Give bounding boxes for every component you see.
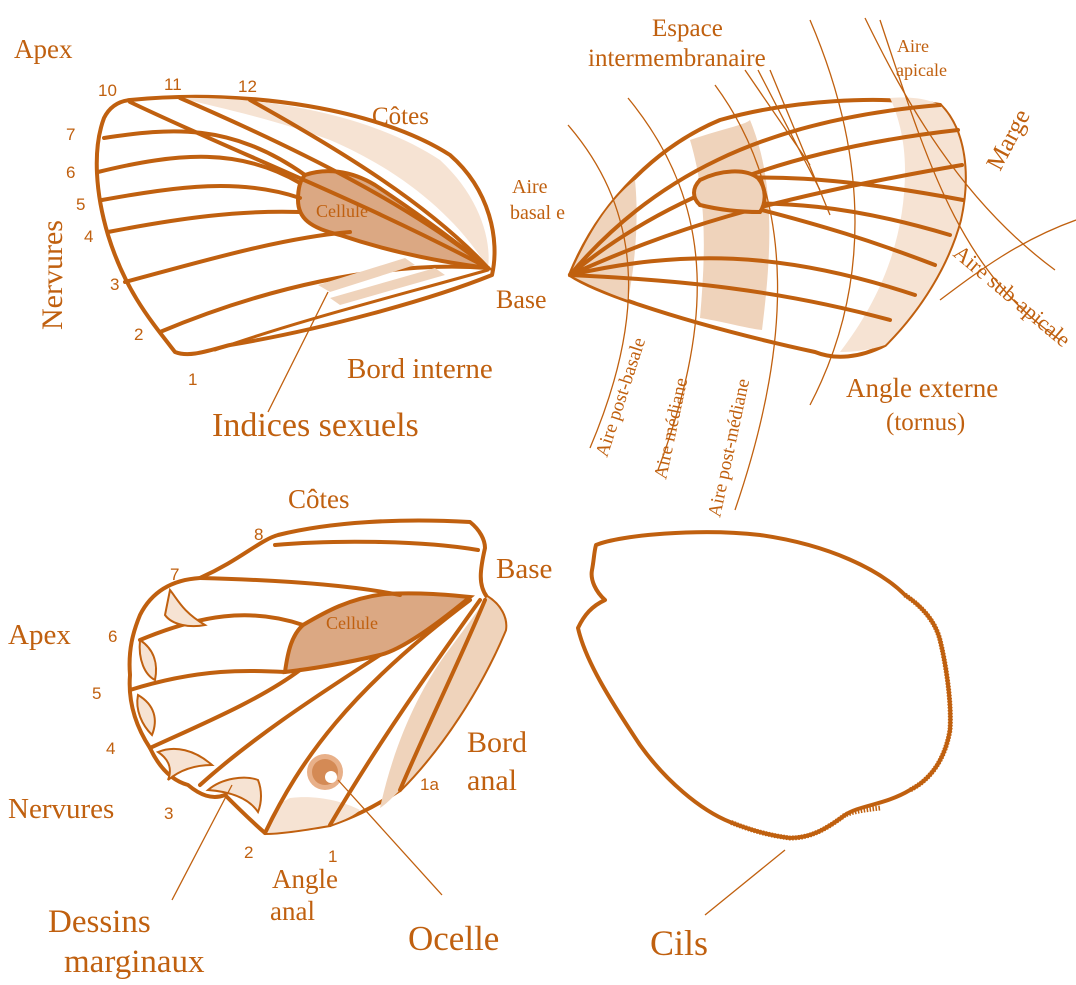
forewing-base-label: Base [496, 285, 547, 314]
cilia-label: Cils [650, 923, 708, 963]
basal-label-2: basal e [510, 202, 565, 224]
intermembrane-label-2: intermembranaire [588, 45, 766, 72]
vein-number: 5 [76, 195, 85, 214]
forewing-veins-label: Nervures [36, 220, 69, 330]
vein-number: 1a [420, 775, 439, 794]
tornus-label-1: Angle externe [846, 373, 998, 403]
hindwing-base-label: Base [496, 553, 552, 585]
vein-number: 6 [108, 627, 117, 646]
vein-number: 2 [134, 325, 143, 344]
vein-number: 4 [84, 227, 93, 246]
vein-number: 6 [66, 163, 75, 182]
vein-number: 4 [106, 739, 115, 758]
hindwing-right-outline [578, 532, 950, 838]
marginal-markings-label-1: Dessins [48, 904, 151, 940]
forewing-veins-panel: Apex Côtes Cellule Base Nervures Bord in… [14, 34, 547, 444]
vein-number: 2 [244, 843, 253, 862]
hindwing-apex-label: Apex [8, 619, 71, 651]
vein-number: 1 [188, 370, 197, 389]
vein-number: 1 [328, 847, 337, 866]
ocellus-label: Ocelle [408, 919, 499, 958]
anal-angle-label-1: Angle [272, 864, 338, 894]
apical-label-2: apicale [896, 60, 947, 80]
forewing-cell-label: Cellule [316, 201, 368, 221]
sex-brands-label: Indices sexuels [212, 407, 419, 444]
anal-angle-label-2: anal [270, 896, 315, 926]
median-label: Aire médiane [650, 376, 692, 481]
marginal-markings-label-2: marginaux [64, 944, 205, 980]
vein-number: 7 [170, 565, 179, 584]
postmedian-label: Aire post-médiane [704, 377, 754, 519]
forewing-areas-panel: Espace intermembranaire Aire apicale Mar… [510, 15, 1076, 519]
inner-margin-label: Bord interne [347, 353, 493, 385]
basal-label-1: Aire [512, 176, 548, 198]
intermembrane-label-1: Espace [652, 15, 723, 42]
hindwing-cell-label: Cellule [326, 613, 378, 633]
vein-number: 8 [254, 525, 263, 544]
tornus-label-2: (tornus) [886, 409, 965, 436]
hindwing-cilia-panel: Cils [578, 532, 950, 963]
margin-label: Marge [981, 105, 1035, 175]
apical-label-1: Aire [897, 36, 929, 56]
vein-number: 10 [98, 81, 117, 100]
vein-number: 11 [164, 75, 182, 94]
vein-number: 5 [92, 684, 101, 703]
vein-number: 3 [164, 804, 173, 823]
vein-number: 12 [238, 77, 257, 96]
anal-margin-label-1: Bord [467, 726, 527, 759]
hindwing-veins-label: Nervures [8, 793, 114, 825]
forewing-costa-label: Côtes [372, 103, 429, 130]
hindwing-veins-panel: Côtes Base Apex Cellule Bord anal Nervur… [8, 484, 552, 980]
vein-number: 7 [66, 125, 75, 144]
forewing-apex-label: Apex [14, 34, 73, 64]
vein-number: 3 [110, 275, 119, 294]
hindwing-costa-label: Côtes [288, 484, 350, 514]
subapical-label: Aire sub-apicale [949, 240, 1076, 352]
anal-margin-label-2: anal [467, 764, 517, 797]
